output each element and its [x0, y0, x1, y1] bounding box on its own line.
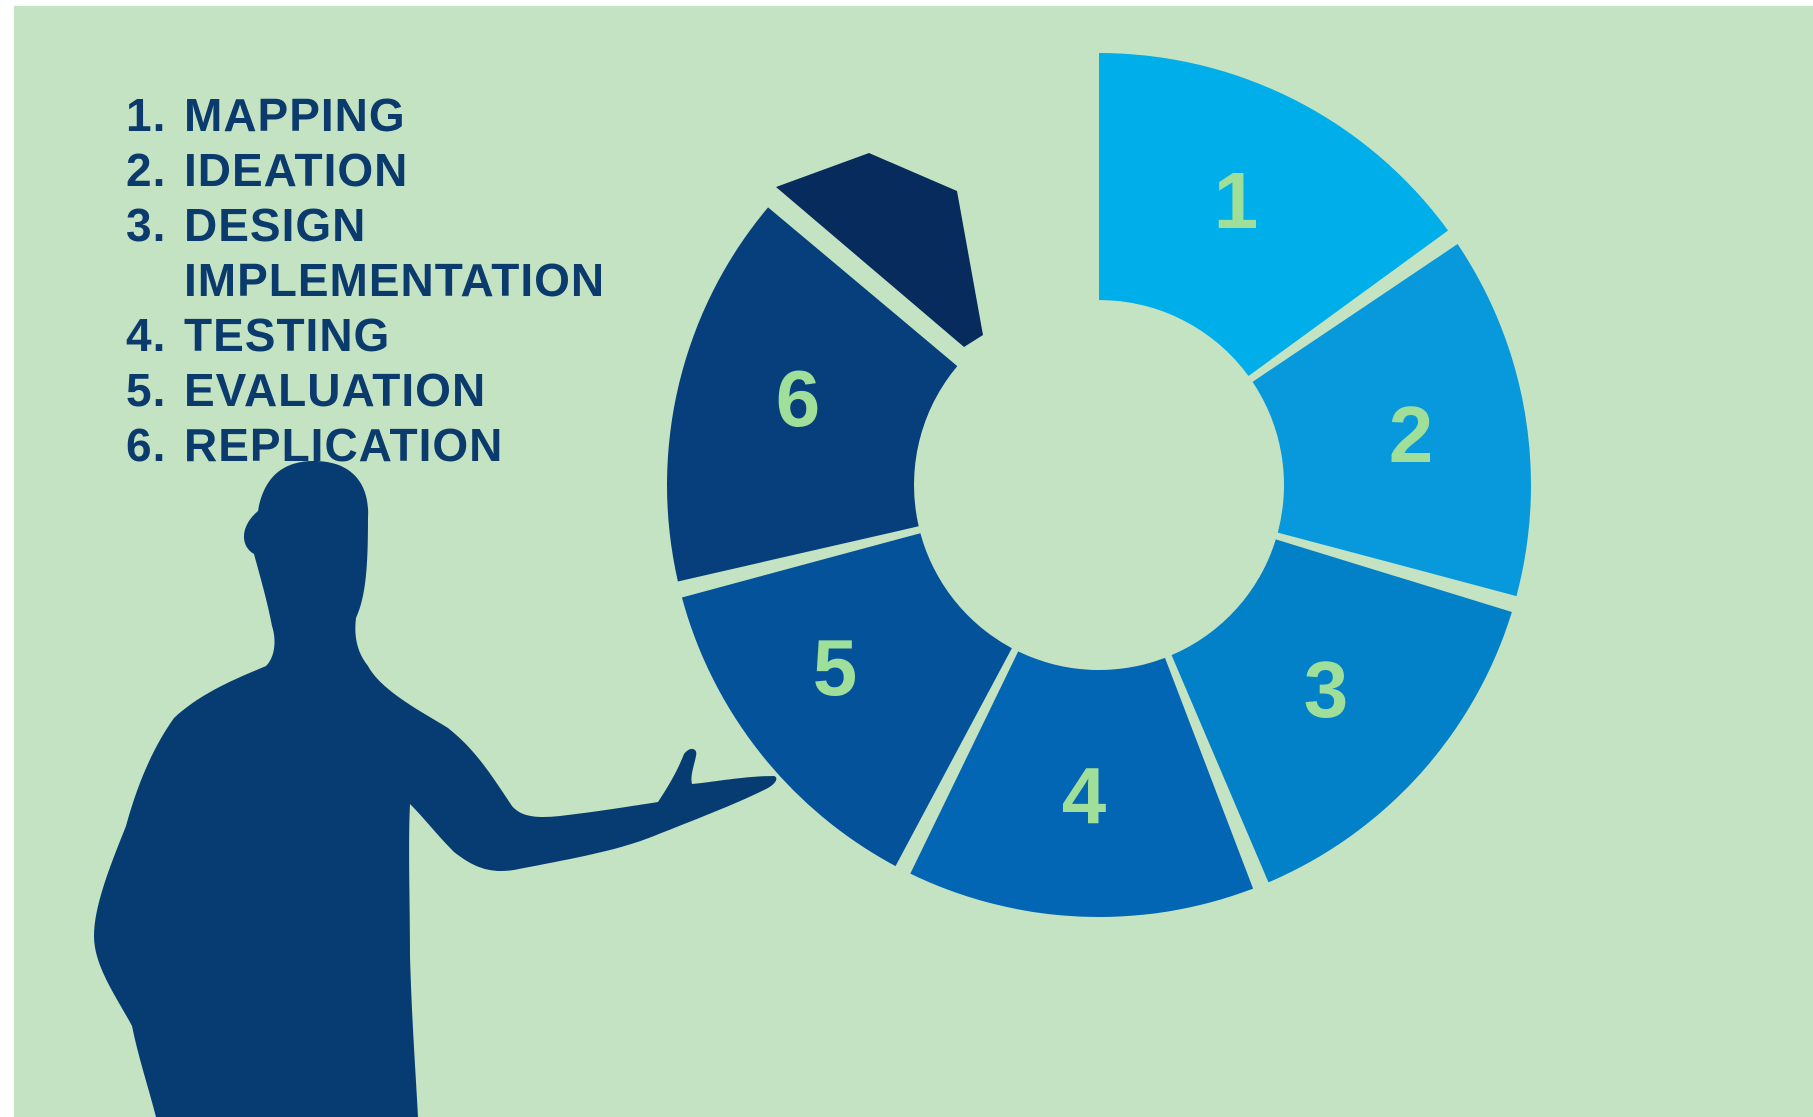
cycle-segment-5 — [681, 533, 1012, 867]
step-item: 6. REPLICATION — [126, 418, 605, 473]
cycle-segment-1 — [1099, 53, 1449, 376]
cycle-ring — [666, 53, 1531, 918]
step-label: IDEATION — [184, 144, 409, 196]
step-number: 4. — [126, 309, 167, 361]
segment-label-4: 4 — [1062, 751, 1107, 840]
step-item: 1. MAPPING — [126, 88, 605, 143]
segment-label-3: 3 — [1304, 645, 1349, 734]
step-label: EVALUATION — [184, 364, 487, 416]
step-label: DESIGN IMPLEMENTATION — [184, 199, 606, 306]
step-label: TESTING — [184, 309, 391, 361]
cycle-segment-6 — [666, 207, 958, 582]
segment-label-1: 1 — [1214, 156, 1259, 245]
diagram-canvas: 1. MAPPING 2. IDEATION 3. DESIGN IMPLEME… — [14, 6, 1813, 1117]
step-number: 1. — [126, 89, 167, 141]
step-label: MAPPING — [184, 89, 406, 141]
cycle-diagram: 1 2 3 4 5 6 — [94, 53, 1531, 1117]
cycle-segment-4 — [910, 651, 1254, 918]
step-item: 2. IDEATION — [126, 143, 605, 198]
cycle-segment-2 — [1252, 244, 1531, 597]
step-number: 2. — [126, 144, 167, 196]
presenter-silhouette-icon — [94, 461, 777, 1117]
segment-label-2: 2 — [1389, 390, 1434, 479]
step-number: 5. — [126, 364, 167, 416]
presenter-body — [94, 461, 777, 1117]
segment-label-6: 6 — [776, 354, 821, 443]
segment-label-5: 5 — [813, 623, 858, 712]
step-item: 4. TESTING — [126, 308, 605, 363]
step-label: REPLICATION — [184, 419, 504, 471]
step-number: 3. — [126, 199, 167, 251]
step-number: 6. — [126, 419, 167, 471]
segment-labels: 1 2 3 4 5 6 — [776, 156, 1434, 840]
steps-list: 1. MAPPING 2. IDEATION 3. DESIGN IMPLEME… — [126, 88, 605, 473]
step-item: 3. DESIGN IMPLEMENTATION — [126, 198, 605, 308]
cycle-segment-3 — [1171, 539, 1512, 883]
step-item: 5. EVALUATION — [126, 363, 605, 418]
cycle-arrow-icon — [776, 153, 983, 347]
